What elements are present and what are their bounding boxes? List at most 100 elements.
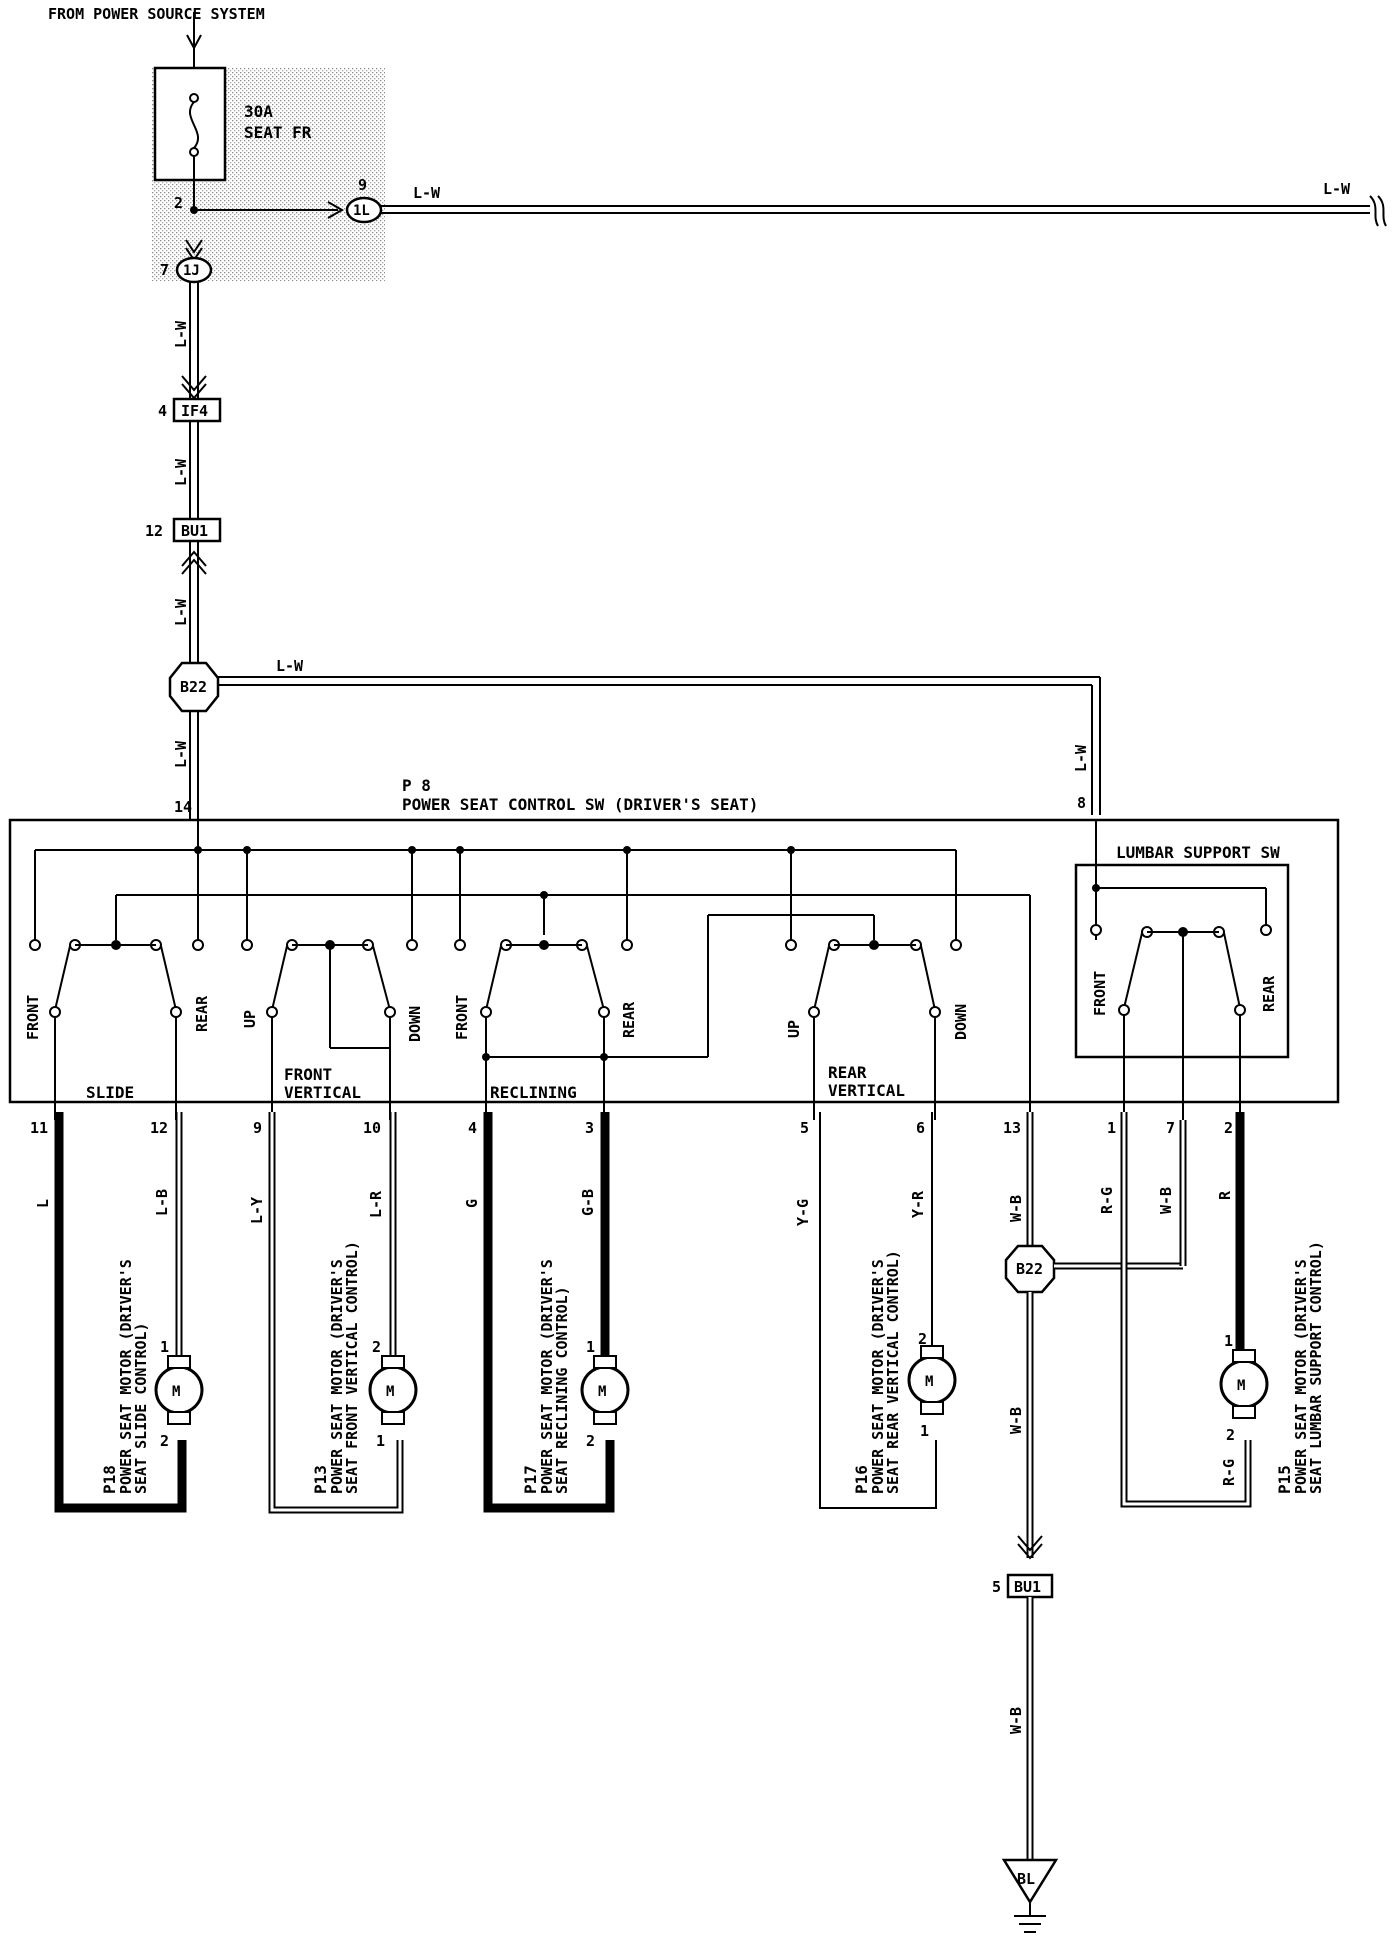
fuse-name: SEAT FR bbox=[244, 123, 312, 142]
section-front-vertical-1: FRONT bbox=[284, 1065, 332, 1084]
connector-if4 bbox=[172, 397, 222, 423]
connector-bu1-top-pin: 12 bbox=[145, 522, 163, 540]
wire-ly-label: L-Y bbox=[248, 1197, 266, 1224]
pin-2: 2 bbox=[1224, 1119, 1233, 1137]
motor-p13-line1: POWER SEAT MOTOR (DRIVER'S bbox=[328, 1259, 346, 1494]
fuse-pin-out: 2 bbox=[174, 194, 183, 212]
pin-1: 1 bbox=[1107, 1119, 1116, 1137]
motor-p18-code: P18 bbox=[100, 1465, 119, 1494]
motor-p16-code: P16 bbox=[852, 1465, 871, 1494]
connector-if4-label: IF4 bbox=[181, 402, 208, 420]
motor-p17-line2: SEAT RECLINING CONTROL) bbox=[553, 1286, 571, 1494]
connector-1l-label: 1L bbox=[353, 203, 370, 219]
switch-pins: 11 12 9 10 4 3 5 6 13 1 7 2 bbox=[30, 1119, 1233, 1137]
section-rear-vertical-2: VERTICAL bbox=[828, 1081, 905, 1100]
switch-pin-8: 8 bbox=[1077, 794, 1086, 812]
ground-bl bbox=[1001, 1858, 1059, 1905]
recl-rear-label: REAR bbox=[620, 1001, 638, 1038]
motor-p13-pin-b: 1 bbox=[376, 1432, 385, 1450]
circuit-p13 bbox=[268, 1112, 418, 1514]
fuse-seat-fr bbox=[153, 66, 227, 182]
motor-p15-line2: SEAT LUMBAR SUPPORT CONTROL) bbox=[1307, 1241, 1325, 1494]
rv-up-label: UP bbox=[785, 1020, 803, 1038]
connector-b22-bottom-label: B22 bbox=[1016, 1260, 1043, 1278]
connector-1j-pin: 7 bbox=[160, 261, 169, 279]
rv-down-label: DOWN bbox=[952, 1004, 970, 1040]
connector-bu1-bottom-label: BU1 bbox=[1014, 1578, 1041, 1596]
slide-front-label: FRONT bbox=[24, 995, 42, 1040]
connector-b22-bottom bbox=[1004, 1244, 1056, 1294]
motor-p18-symbol: M bbox=[172, 1384, 180, 1400]
wire-lr-label: L-R bbox=[367, 1190, 385, 1218]
motor-p15-code: P15 bbox=[1275, 1465, 1294, 1494]
wire-g-label: G bbox=[463, 1199, 481, 1208]
wire-lw-label-2: L-W bbox=[172, 458, 190, 486]
pin-4: 4 bbox=[468, 1119, 477, 1137]
motor-p15-pin-a: 1 bbox=[1224, 1332, 1233, 1350]
wire-l-label: L bbox=[34, 1199, 52, 1208]
pin-12: 12 bbox=[150, 1119, 168, 1137]
fuse-rating: 30A bbox=[244, 102, 273, 121]
connector-1l-pin: 9 bbox=[358, 176, 367, 194]
switch-block-p8 bbox=[8, 818, 1340, 1104]
wire-lb-label: L-B bbox=[153, 1189, 171, 1216]
motor-p15-symbol: M bbox=[1237, 1378, 1245, 1394]
lumbar-front-label: FRONT bbox=[1091, 971, 1109, 1016]
fuse-element-icon bbox=[188, 101, 200, 149]
motor-p13-symbol: M bbox=[386, 1384, 394, 1400]
reclining-switch bbox=[454, 914, 875, 1120]
connector-bu1-bottom-pin: 5 bbox=[992, 1578, 1001, 1596]
section-front-vertical-2: VERTICAL bbox=[284, 1083, 361, 1102]
switch-title: POWER SEAT CONTROL SW (DRIVER'S SEAT) bbox=[402, 795, 758, 814]
wire-r-label: R bbox=[1216, 1190, 1234, 1200]
motor-p15-line1: POWER SEAT MOTOR (DRIVER'S bbox=[1292, 1259, 1310, 1494]
section-slide: SLIDE bbox=[86, 1083, 134, 1102]
motor-p17-pin-a: 1 bbox=[586, 1338, 595, 1356]
motor-p17-code: P17 bbox=[521, 1465, 540, 1494]
motor-p17-symbol: M bbox=[598, 1384, 606, 1400]
wire-rg-label-1: R-G bbox=[1098, 1187, 1116, 1214]
circuit-p18 bbox=[54, 1112, 204, 1513]
wire-wb-label-1: W-B bbox=[1007, 1195, 1025, 1222]
pin-6: 6 bbox=[916, 1119, 925, 1137]
section-rear-vertical-1: REAR bbox=[828, 1063, 867, 1082]
fv-up-label: UP bbox=[241, 1010, 259, 1028]
wire-gb-label: G-B bbox=[579, 1189, 597, 1216]
connector-1j-label: 1J bbox=[183, 263, 200, 279]
motor-p15-pin-b: 2 bbox=[1226, 1426, 1235, 1444]
lumbar-switch bbox=[1090, 884, 1272, 1120]
pin-3: 3 bbox=[585, 1119, 594, 1137]
motor-p17-pin-b: 2 bbox=[586, 1432, 595, 1450]
rear-vertical-switch bbox=[785, 939, 962, 1120]
wire-lw-label-5: L-W bbox=[1072, 744, 1090, 772]
pin-7: 7 bbox=[1166, 1119, 1175, 1137]
wire-wb-lumbar-label: W-B bbox=[1157, 1187, 1175, 1214]
connector-bu1-top bbox=[172, 517, 222, 543]
pin-13: 13 bbox=[1003, 1119, 1021, 1137]
motor-p18-pin-b: 2 bbox=[160, 1432, 169, 1450]
circuit-p16 bbox=[819, 1112, 957, 1509]
connector-if4-pin: 4 bbox=[158, 402, 167, 420]
motor-p13-pin-a: 2 bbox=[372, 1338, 381, 1356]
slide-rear-label: REAR bbox=[193, 995, 211, 1032]
wire-lw-b22-label: L-W bbox=[276, 657, 304, 675]
lumbar-title: LUMBAR SUPPORT SW bbox=[1116, 843, 1280, 862]
switch-pin-14: 14 bbox=[174, 798, 192, 816]
pin-5: 5 bbox=[800, 1119, 809, 1137]
wire-rg-label-2: R-G bbox=[1220, 1459, 1238, 1486]
switch-code: P 8 bbox=[402, 776, 431, 795]
section-reclining: RECLINING bbox=[490, 1083, 577, 1102]
circuit-p17 bbox=[483, 1112, 630, 1513]
motor-p16-symbol: M bbox=[925, 1374, 933, 1390]
connector-b22-top bbox=[168, 661, 220, 713]
connector-b22-top-label: B22 bbox=[180, 678, 207, 696]
wire-lw-1l-label: L-W bbox=[413, 184, 441, 202]
wire-wb-label-2: W-B bbox=[1007, 1407, 1025, 1434]
fv-down-label: DOWN bbox=[406, 1006, 424, 1042]
motor-p18-line2: SEAT SLIDE CONTROL) bbox=[132, 1322, 150, 1494]
lumbar-rear-label: REAR bbox=[1260, 975, 1278, 1012]
circuit-p15 bbox=[1120, 1112, 1269, 1508]
front-vertical-switch bbox=[241, 939, 418, 1120]
motor-p13-code: P13 bbox=[311, 1465, 330, 1494]
